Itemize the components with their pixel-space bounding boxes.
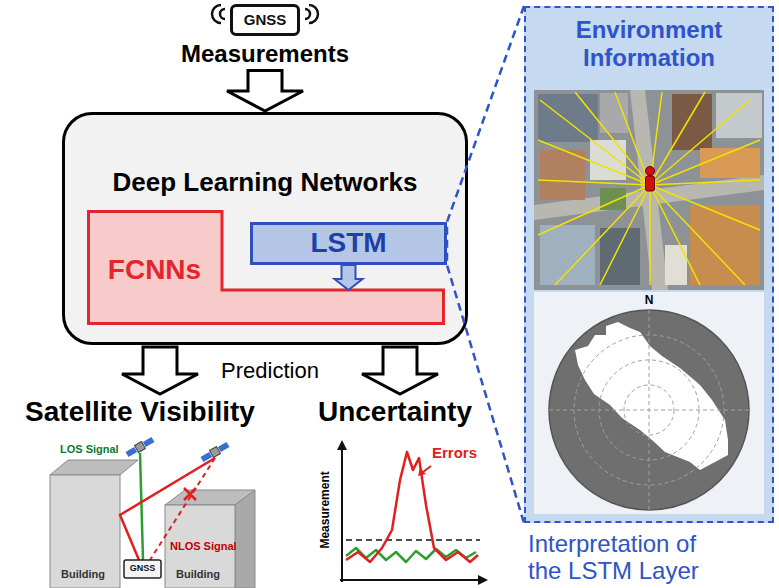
prediction-arrow (362, 347, 438, 394)
pedestrian-body (646, 176, 655, 191)
building-label-box: Building (61, 568, 105, 581)
city-building (672, 94, 712, 150)
arrow-caption: Prediction (170, 358, 370, 383)
prediction-arrow (122, 347, 198, 394)
signal-rays (538, 92, 760, 285)
node-title: Deep Learning Networks (65, 168, 465, 198)
panel-border (524, 6, 774, 523)
output-title: Uncertainty (310, 396, 480, 428)
node-title: FCNNs (87, 254, 222, 286)
node-title: GNSS (244, 11, 287, 28)
solar-panel (201, 452, 213, 462)
building-side (235, 490, 255, 588)
los-signal-line (140, 453, 143, 560)
city-ground (534, 90, 764, 290)
satellite-icon (125, 436, 155, 458)
city-building (540, 225, 595, 285)
skyplot-open-sky (575, 322, 728, 470)
city-trees (600, 188, 626, 210)
compass-label-box: N (643, 294, 655, 308)
lstm-box: LSTM (250, 222, 447, 265)
compass-label: N (643, 294, 655, 308)
receiver-label: GNSS (125, 563, 160, 573)
pedestrian-head (646, 167, 655, 176)
city-building (600, 93, 628, 133)
axis-label: Measurement (319, 460, 333, 560)
leader-line (423, 466, 431, 472)
node-title: Satellite Visibility (10, 396, 270, 428)
axis-label-box: Measurement (319, 460, 333, 560)
city-building (690, 205, 760, 285)
signal-label: NLOS Signal (170, 540, 237, 553)
city-building (540, 150, 585, 200)
building-front (50, 475, 120, 588)
error-curve (346, 452, 478, 562)
axis-arrowhead (337, 440, 347, 450)
gnss-receiver: GNSS Measurements (170, 4, 360, 68)
skyplot-obstructed (549, 310, 749, 510)
solar-panel (218, 442, 230, 452)
receiver-label-box: GNSS (125, 563, 160, 573)
threshold-line (346, 539, 480, 541)
city-building (716, 93, 762, 138)
city-building (590, 140, 626, 180)
signal-label-box: LOS Signal (60, 443, 119, 456)
solar-panel (126, 447, 138, 457)
error-label: Errors (432, 444, 477, 461)
zoom-line (447, 6, 524, 523)
signal-label: LOS Signal (60, 443, 119, 456)
arrow-caption-box: Prediction (170, 358, 370, 383)
city-building (600, 228, 640, 285)
node-caption: Interpretation of the LSTM Layer (524, 531, 728, 584)
city-roads (534, 90, 764, 290)
satellite-icon (200, 441, 230, 463)
building-label-box: Building (176, 568, 220, 581)
device-body: GNSS (230, 4, 300, 36)
signal-label-box: NLOS Signal (170, 540, 237, 553)
node-title: Uncertainty (310, 396, 480, 428)
plot-axes (340, 448, 480, 582)
output-title: Satellite Visibility (10, 396, 270, 428)
building-label: Building (61, 568, 105, 581)
city-building (538, 94, 598, 142)
panel-ground (524, 6, 774, 523)
axis-arrowhead (478, 575, 488, 585)
skyplot-grid (549, 310, 749, 510)
node-title: LSTM (310, 227, 386, 259)
building-roof (50, 460, 138, 475)
node-title: Environment Information (524, 6, 774, 71)
error-label-box: Errors (432, 444, 477, 461)
leader-arrowhead (418, 468, 426, 476)
node-caption: Measurements (170, 40, 360, 68)
blocked-mark (184, 488, 196, 500)
network-box: Deep Learning NetworksFCNNs LSTM (62, 112, 468, 345)
solar-panel (143, 437, 155, 447)
feature-arrow (335, 265, 363, 290)
building-label: Building (176, 568, 220, 581)
normal-curve (346, 548, 476, 562)
skyplot-ground (534, 292, 764, 514)
flow-arrow (227, 71, 303, 111)
receiver-box (124, 560, 161, 578)
